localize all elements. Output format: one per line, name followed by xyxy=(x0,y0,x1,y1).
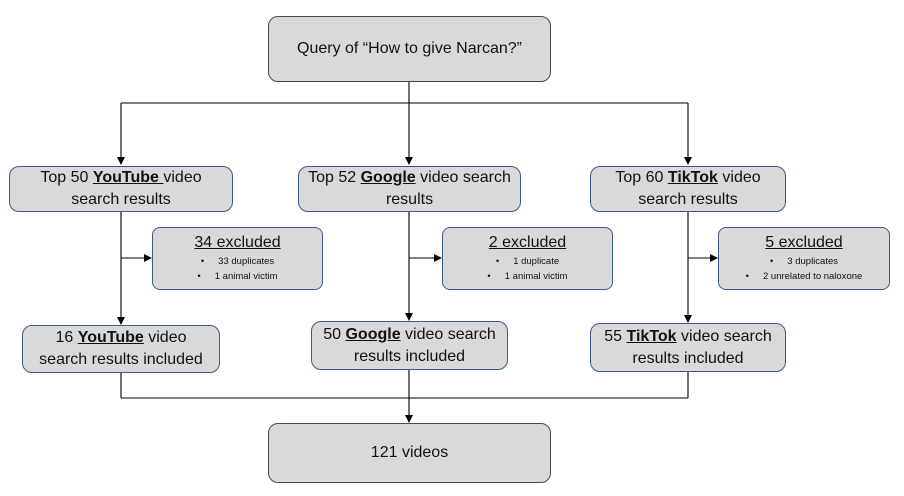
tiktok-top-results-box: Top 60 TikTok video search results xyxy=(590,166,786,212)
tiktok-top-line1: Top 60 TikTok video xyxy=(615,169,761,186)
google-top-results-box: Top 52 Google video search results xyxy=(298,166,521,212)
tiktok-included-line1: 55 TikTok video search xyxy=(604,327,772,345)
tiktok-top-line2: search results xyxy=(638,191,738,208)
google-brand: Google xyxy=(360,169,416,186)
youtube-included-line2: search results included xyxy=(39,351,203,368)
list-item: 2 unrelated to naloxone xyxy=(746,269,862,284)
google-included-box: 50 Google video search results included xyxy=(311,321,508,370)
google-included-line1: 50 Google video search xyxy=(323,325,496,343)
google-included-brand: Google xyxy=(345,325,401,343)
list-item: 3 duplicates xyxy=(746,254,863,269)
google-included-line2: results included xyxy=(353,347,466,365)
google-excluded-box: 2 excluded 1 duplicate 1 animal victim xyxy=(442,227,613,290)
tiktok-excluded-box: 5 excluded 3 duplicates 2 unrelated to n… xyxy=(718,227,890,290)
youtube-excluded-list: 33 duplicates 1 animal victim xyxy=(197,254,278,284)
tiktok-included-line2: results included xyxy=(632,349,744,367)
list-item: 1 animal victim xyxy=(197,269,278,284)
tiktok-included-box: 55 TikTok video search results included xyxy=(590,323,786,372)
list-item: 33 duplicates xyxy=(197,254,277,269)
tiktok-included-brand: TikTok xyxy=(626,327,677,345)
google-excluded-title: 2 excluded xyxy=(488,234,567,251)
tiktok-excluded-list: 3 duplicates 2 unrelated to naloxone xyxy=(746,254,863,284)
tiktok-excluded-title: 5 excluded xyxy=(765,234,843,251)
query-box: Query of “How to give Narcan?” xyxy=(268,16,551,82)
youtube-brand: YouTube xyxy=(92,169,164,186)
google-top-line2: results xyxy=(385,191,434,208)
google-top-line1: Top 52 Google video search xyxy=(308,169,511,186)
list-item: 1 duplicate xyxy=(487,254,567,269)
list-item: 1 animal victim xyxy=(487,269,568,284)
google-excluded-list: 1 duplicate 1 animal victim xyxy=(487,254,568,284)
total-videos-box: 121 videos xyxy=(268,423,551,483)
query-text: Query of “How to give Narcan?” xyxy=(297,40,522,57)
youtube-top-line2: search results xyxy=(71,191,171,208)
youtube-included-line1: 16 YouTube video xyxy=(55,329,187,346)
youtube-included-box: 16 YouTube video search results included xyxy=(22,325,220,373)
youtube-top-results-box: Top 50 YouTube video search results xyxy=(9,166,233,212)
youtube-included-brand: YouTube xyxy=(77,329,144,346)
youtube-excluded-title: 34 excluded xyxy=(194,234,281,251)
total-videos-text: 121 videos xyxy=(370,444,449,461)
youtube-excluded-box: 34 excluded 33 duplicates 1 animal victi… xyxy=(152,227,323,290)
tiktok-brand: TikTok xyxy=(667,169,718,186)
youtube-top-line1: Top 50 YouTube video xyxy=(40,169,202,186)
